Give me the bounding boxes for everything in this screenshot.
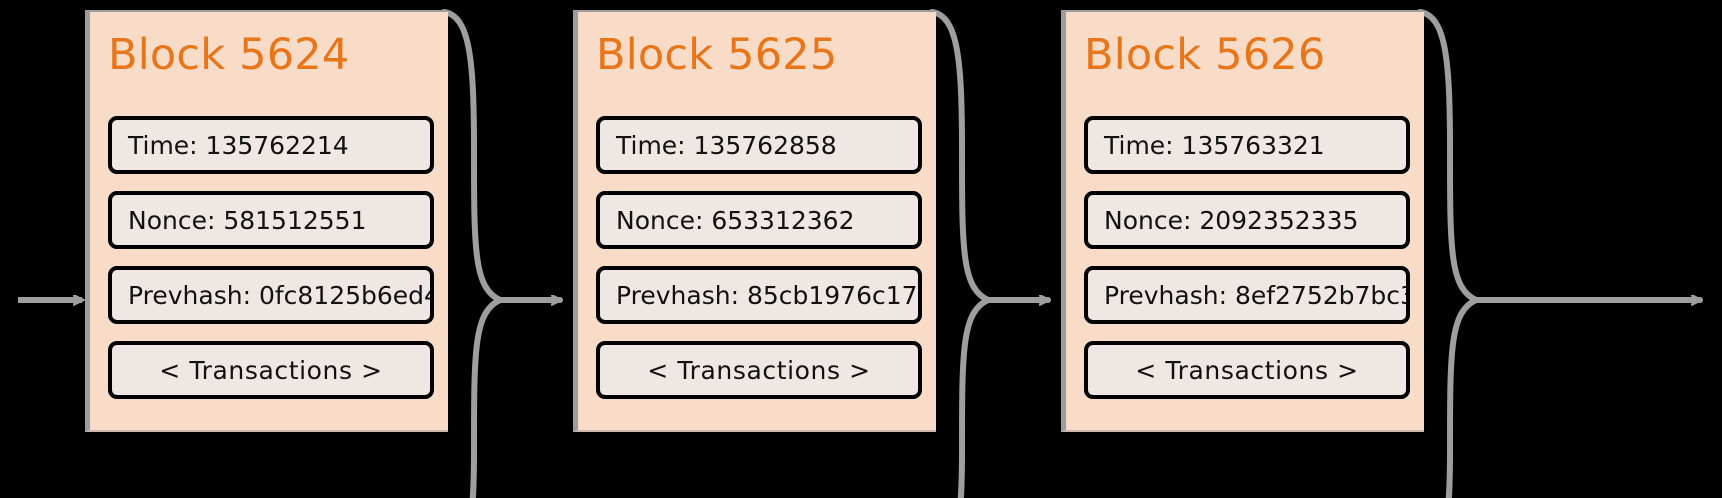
block-title: Block 5624 — [108, 30, 350, 80]
field-transactions[interactable]: < Transactions > — [1084, 341, 1410, 399]
outgoing-arrow-right — [1417, 9, 1703, 498]
field-prevhash: Prevhash: 8ef2752b7bc3 — [1084, 266, 1410, 324]
field-prevhash: Prevhash: 0fc8125b6ed4 — [108, 266, 434, 324]
block-card-1[interactable]: Block 5625 Time: 135762858 Nonce: 653312… — [573, 10, 936, 432]
field-nonce: Nonce: 653312362 — [596, 191, 922, 249]
block-card-2[interactable]: Block 5626 Time: 135763321 Nonce: 209235… — [1061, 10, 1424, 432]
block-card-0[interactable]: Block 5624 Time: 135762214 Nonce: 581512… — [85, 10, 448, 432]
field-time: Time: 135763321 — [1084, 116, 1410, 174]
arrow-block2-to-block3 — [929, 9, 1051, 498]
block-fields: Time: 135762858 Nonce: 653312362 Prevhas… — [596, 116, 922, 416]
field-time: Time: 135762214 — [108, 116, 434, 174]
field-transactions[interactable]: < Transactions > — [108, 341, 434, 399]
field-prevhash: Prevhash: 85cb1976c171 — [596, 266, 922, 324]
block-fields: Time: 135762214 Nonce: 581512551 Prevhas… — [108, 116, 434, 416]
arrow-block1-to-block2 — [441, 9, 563, 498]
field-time: Time: 135762858 — [596, 116, 922, 174]
block-title: Block 5626 — [1084, 30, 1326, 80]
block-fields: Time: 135763321 Nonce: 2092352335 Prevha… — [1084, 116, 1410, 416]
field-nonce: Nonce: 581512551 — [108, 191, 434, 249]
field-transactions[interactable]: < Transactions > — [596, 341, 922, 399]
block-title: Block 5625 — [596, 30, 838, 80]
field-nonce: Nonce: 2092352335 — [1084, 191, 1410, 249]
